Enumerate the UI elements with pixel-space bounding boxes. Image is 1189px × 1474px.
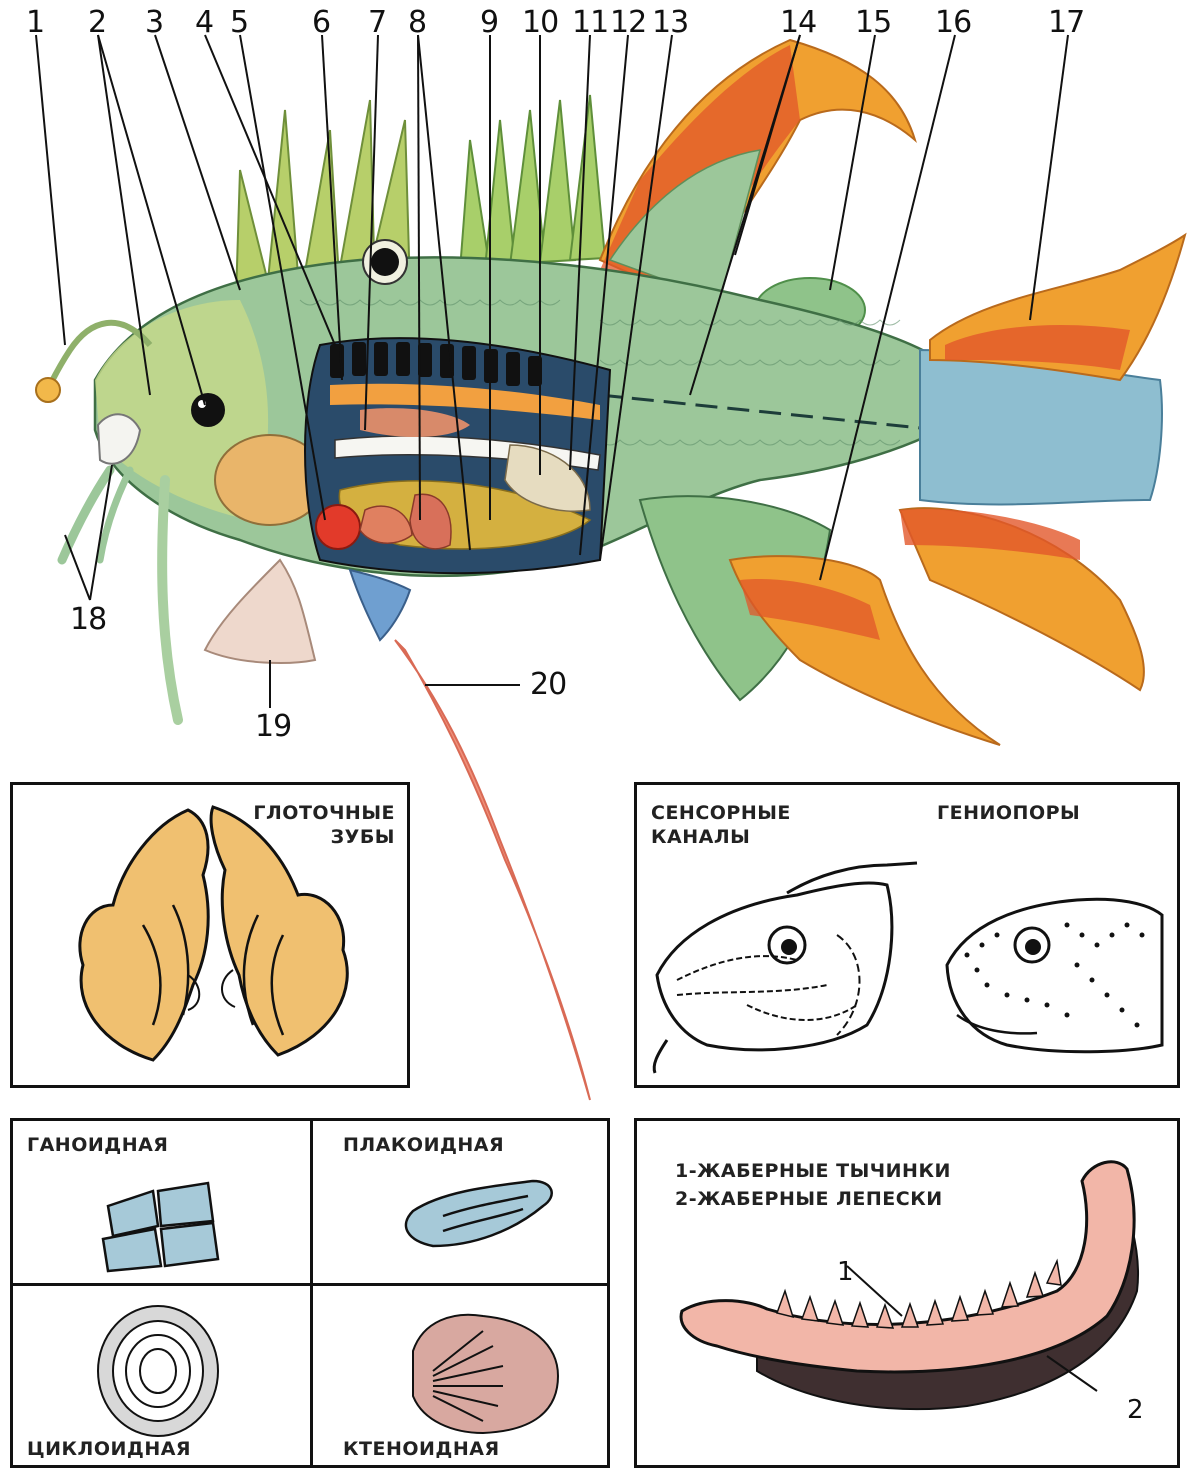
pectoral-fin-19 xyxy=(205,560,315,663)
label-15: 15 xyxy=(855,8,891,38)
esca xyxy=(36,378,60,402)
label-12: 12 xyxy=(610,8,646,38)
cycloid-scale xyxy=(98,1306,218,1436)
pharyngeal-teeth-panel: ГЛОТОЧНЫЕ ЗУБЫ xyxy=(10,782,410,1088)
pelvic-fin-base xyxy=(350,570,410,640)
gill-marker-1: 1 xyxy=(837,1259,853,1285)
placoid-label: ПЛАКОИДНАЯ xyxy=(343,1135,504,1157)
label-11: 11 xyxy=(572,8,608,38)
label-17: 17 xyxy=(1048,8,1084,38)
label-2: 2 xyxy=(88,8,106,38)
gill-legend-line2: 2-ЖАБЕРНЫЕ ЛЕПЕСКИ xyxy=(675,1189,943,1211)
ctenoid-label: КТЕНОИДНАЯ xyxy=(343,1439,500,1461)
sensory-caption-line2: КАНАЛЫ xyxy=(651,827,750,849)
label-16: 16 xyxy=(935,8,971,38)
ganoid-scale xyxy=(103,1183,218,1271)
ganoid-label: ГАНОИДНАЯ xyxy=(27,1135,168,1157)
geniopores-caption: ГЕНИОПОРЫ xyxy=(937,803,1080,825)
label-18: 18 xyxy=(70,605,106,635)
label-19: 19 xyxy=(255,712,291,742)
sensory-caption-line1: СЕНСОРНЫЕ xyxy=(651,803,791,825)
teeth-caption-line1: ГЛОТОЧНЫЕ xyxy=(253,803,395,825)
ctenoid-scale xyxy=(413,1315,558,1433)
label-14: 14 xyxy=(780,8,816,38)
label-3: 3 xyxy=(145,8,163,38)
label-13: 13 xyxy=(652,8,688,38)
label-10: 10 xyxy=(522,8,558,38)
barbel-20 xyxy=(395,640,590,1100)
scale-types-panel: ГАНОИДНАЯ ПЛАКОИДНАЯ ЦИКЛОИДНАЯ КТЕНОИДН… xyxy=(10,1118,610,1468)
label-1: 1 xyxy=(26,8,44,38)
teeth-caption-line2: ЗУБЫ xyxy=(331,827,395,849)
label-4: 4 xyxy=(195,8,213,38)
sensory-canals-panel: СЕНСОРНЫЕ КАНАЛЫ ГЕНИОПОРЫ xyxy=(634,782,1180,1088)
label-6: 6 xyxy=(312,8,330,38)
label-5: 5 xyxy=(230,8,248,38)
gill-arch-panel: 1-ЖАБЕРНЫЕ ТЫЧИНКИ 2-ЖАБЕРНЫЕ ЛЕПЕСКИ 1 … xyxy=(634,1118,1180,1468)
label-9: 9 xyxy=(480,8,498,38)
label-20: 20 xyxy=(530,670,566,700)
eye xyxy=(191,393,225,427)
barbel-long xyxy=(162,480,178,720)
gill-legend-line1: 1-ЖАБЕРНЫЕ ТЫЧИНКИ xyxy=(675,1161,951,1183)
label-8: 8 xyxy=(408,8,426,38)
gill-marker-2: 2 xyxy=(1127,1397,1143,1423)
cycloid-label: ЦИКЛОИДНАЯ xyxy=(27,1439,191,1461)
label-7: 7 xyxy=(368,8,386,38)
placoid-scale xyxy=(406,1181,552,1246)
scale-drawings xyxy=(13,1121,607,1465)
